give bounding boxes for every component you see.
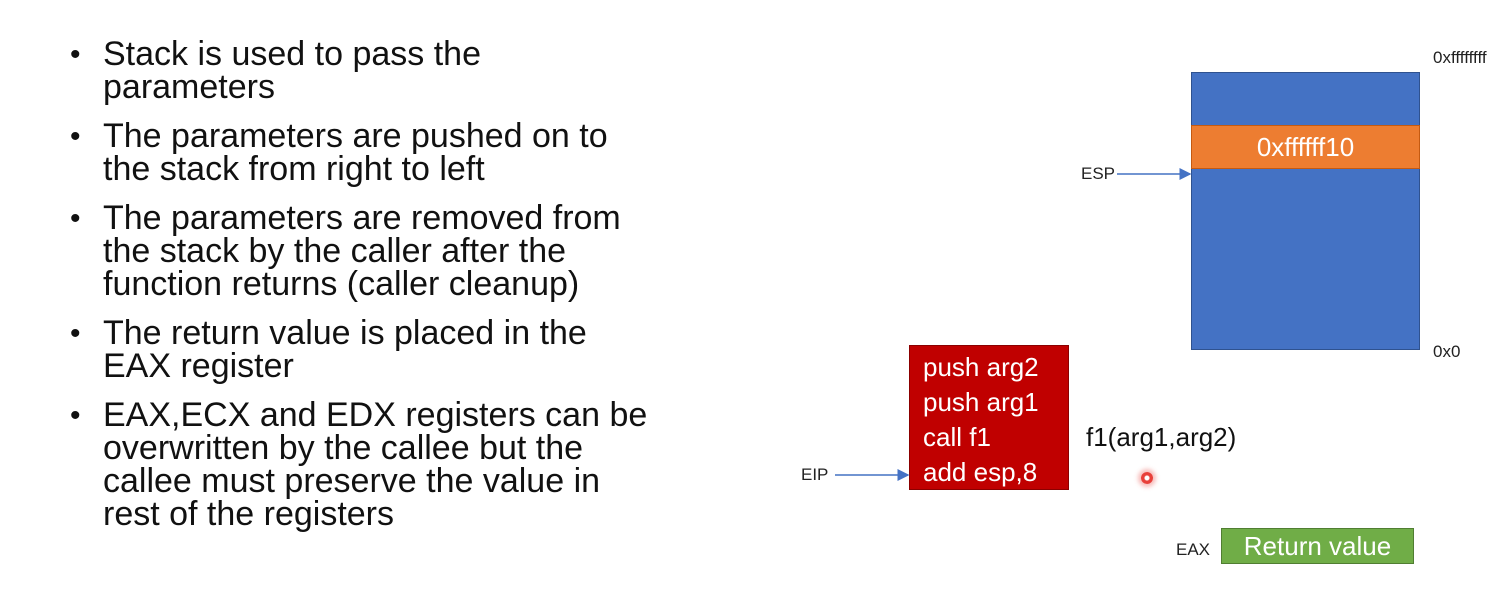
bullet-text: The return value is placed in the EAX re… [103, 314, 587, 385]
eip-label: EIP [801, 465, 829, 484]
bullet-glyph: • [70, 202, 81, 235]
esp-label: ESP [1081, 164, 1116, 183]
function-call-text: f1(arg1,arg2) [1086, 422, 1237, 452]
instruction-line: push arg1 [923, 387, 1039, 417]
bullet-item: • The parameters are pushed on to the sta… [70, 117, 760, 188]
bullet-glyph: • [70, 399, 81, 432]
esp-stack-slot: 0xffffff10 [1191, 125, 1420, 169]
bullet-text: EAX,ECX and EDX registers can be overwri… [103, 396, 648, 533]
stack-top-address: 0xffffffff [1433, 48, 1487, 67]
bullet-item: • EAX,ECX and EDX registers can be overwr… [70, 396, 760, 533]
stack-memory-block [1191, 72, 1420, 350]
bullet-item: • The parameters are removed from the sta… [70, 199, 760, 303]
bullet-text: The parameters are pushed on to the stac… [103, 117, 608, 188]
pointer-cursor-icon [1141, 472, 1153, 484]
instruction-line: push arg2 [923, 352, 1039, 382]
instruction-box: push arg2 push arg1 call f1 add esp,8 [909, 345, 1069, 490]
instruction-line: add esp,8 [923, 457, 1038, 487]
bullet-item: • Stack is used to pass the parameters [70, 35, 760, 106]
eax-label: EAX [1176, 540, 1211, 559]
bullet-text: The parameters are removed from the stac… [103, 199, 621, 303]
bullet-glyph: • [70, 317, 81, 350]
instruction-line: call f1 [923, 422, 991, 452]
bullet-item: • The return value is placed in the EAX r… [70, 314, 760, 385]
bullet-list: • Stack is used to pass the parameters • T… [70, 35, 760, 547]
bullet-glyph: • [70, 38, 81, 71]
bullet-text: Stack is used to pass the parameters [103, 35, 481, 106]
stack-bottom-address: 0x0 [1433, 342, 1461, 361]
bullet-glyph: • [70, 120, 81, 153]
return-value-box: Return value [1221, 528, 1414, 564]
